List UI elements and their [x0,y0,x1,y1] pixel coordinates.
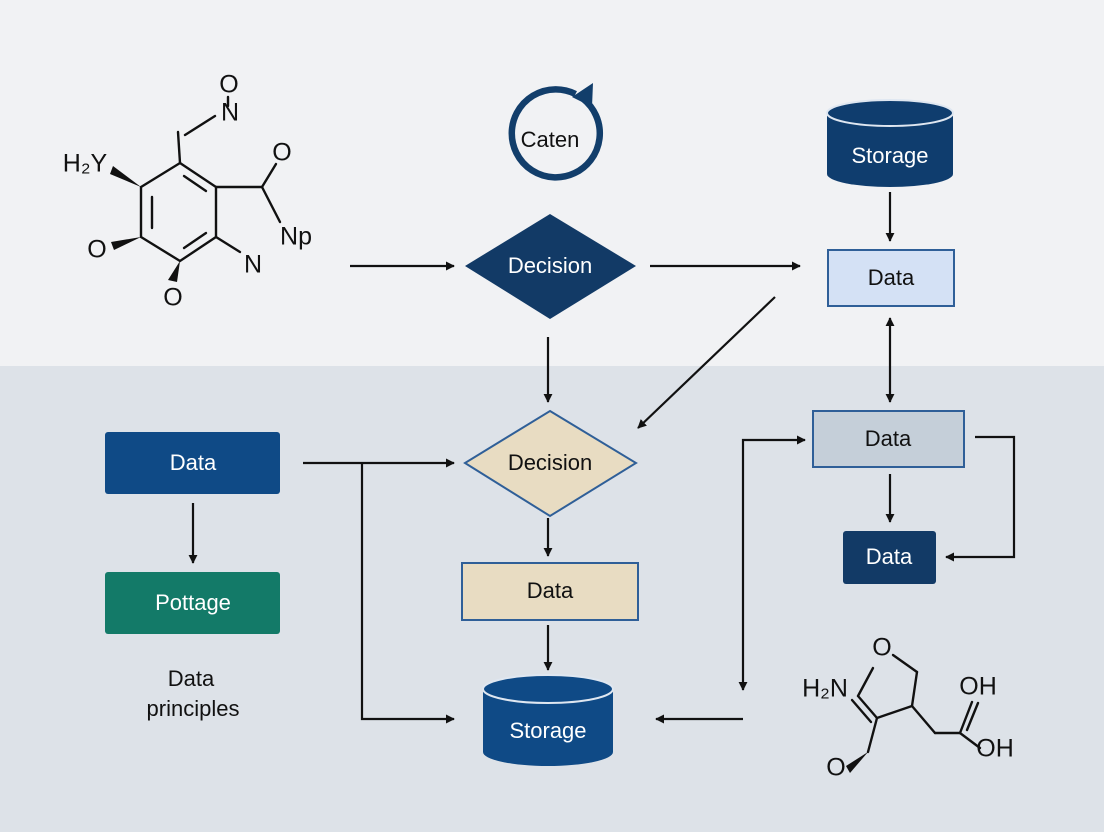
molecule-ring-n-label: N [244,251,262,279]
data-left-node: Data [105,432,280,494]
molecule-ring-o-label: O [272,139,291,167]
storage-bottom-label: Storage [509,718,586,743]
data-right-bottom-label: Data [866,544,913,569]
arrow-loop-to-data-mid [738,435,806,691]
decision-top-label: Decision [508,253,592,278]
data-center-node: Data [461,562,639,621]
arrow-branch-to-storage [360,463,455,724]
molecule-left-o-label-2: O [826,754,845,782]
molecule-h2n-label: H₂N [802,675,848,703]
molecule-bottom-o-label: O [163,284,182,312]
data-left-label: Data [170,450,217,475]
pottage-label: Pottage [155,590,231,615]
connectors [188,192,1016,724]
caten-node: Caten [508,83,604,181]
storage-top-label: Storage [851,143,928,168]
decision-top-node: Decision [465,214,636,319]
caption-line-2: principles [147,696,240,721]
decision-mid-label: Decision [508,450,592,475]
data-right-mid-label: Data [865,426,912,451]
data-center-label: Data [527,578,574,603]
data-right-bottom-node: Data [843,531,936,584]
pottage-node: Pottage [105,572,280,634]
decision-mid-node: Decision [463,409,638,518]
storage-bottom-node: Storage [482,674,614,766]
data-right-top-node: Data [827,249,955,307]
caten-label: Caten [521,127,580,152]
caten-arrowhead-icon [572,83,593,107]
molecule-top-o-label: O [219,71,238,99]
caten-cycle-icon [508,86,604,181]
molecule-h2y-label: H₂Y [63,150,108,178]
data-right-top-label: Data [868,265,915,290]
molecule-bottom-right: H₂N O OH OH O [802,634,1014,782]
molecule-np-label: Np [280,223,312,251]
molecule-oh-bottom-label: OH [976,735,1014,763]
data-right-mid-node: Data [812,410,965,468]
molecule-oh-top-label: OH [959,673,997,701]
arrow-diagonal-to-decision [637,296,776,429]
storage-top-node: Storage [826,99,954,187]
molecule-top-left: O N H₂Y O Np O N O [63,71,312,312]
molecule-left-o-label: O [87,236,106,264]
molecule-ring-o-label-2: O [872,634,891,662]
molecule-top-n-label: N [221,99,239,127]
caption-line-1: Data [168,666,215,691]
arrow-data-mid-to-data-bottom [945,435,1016,562]
